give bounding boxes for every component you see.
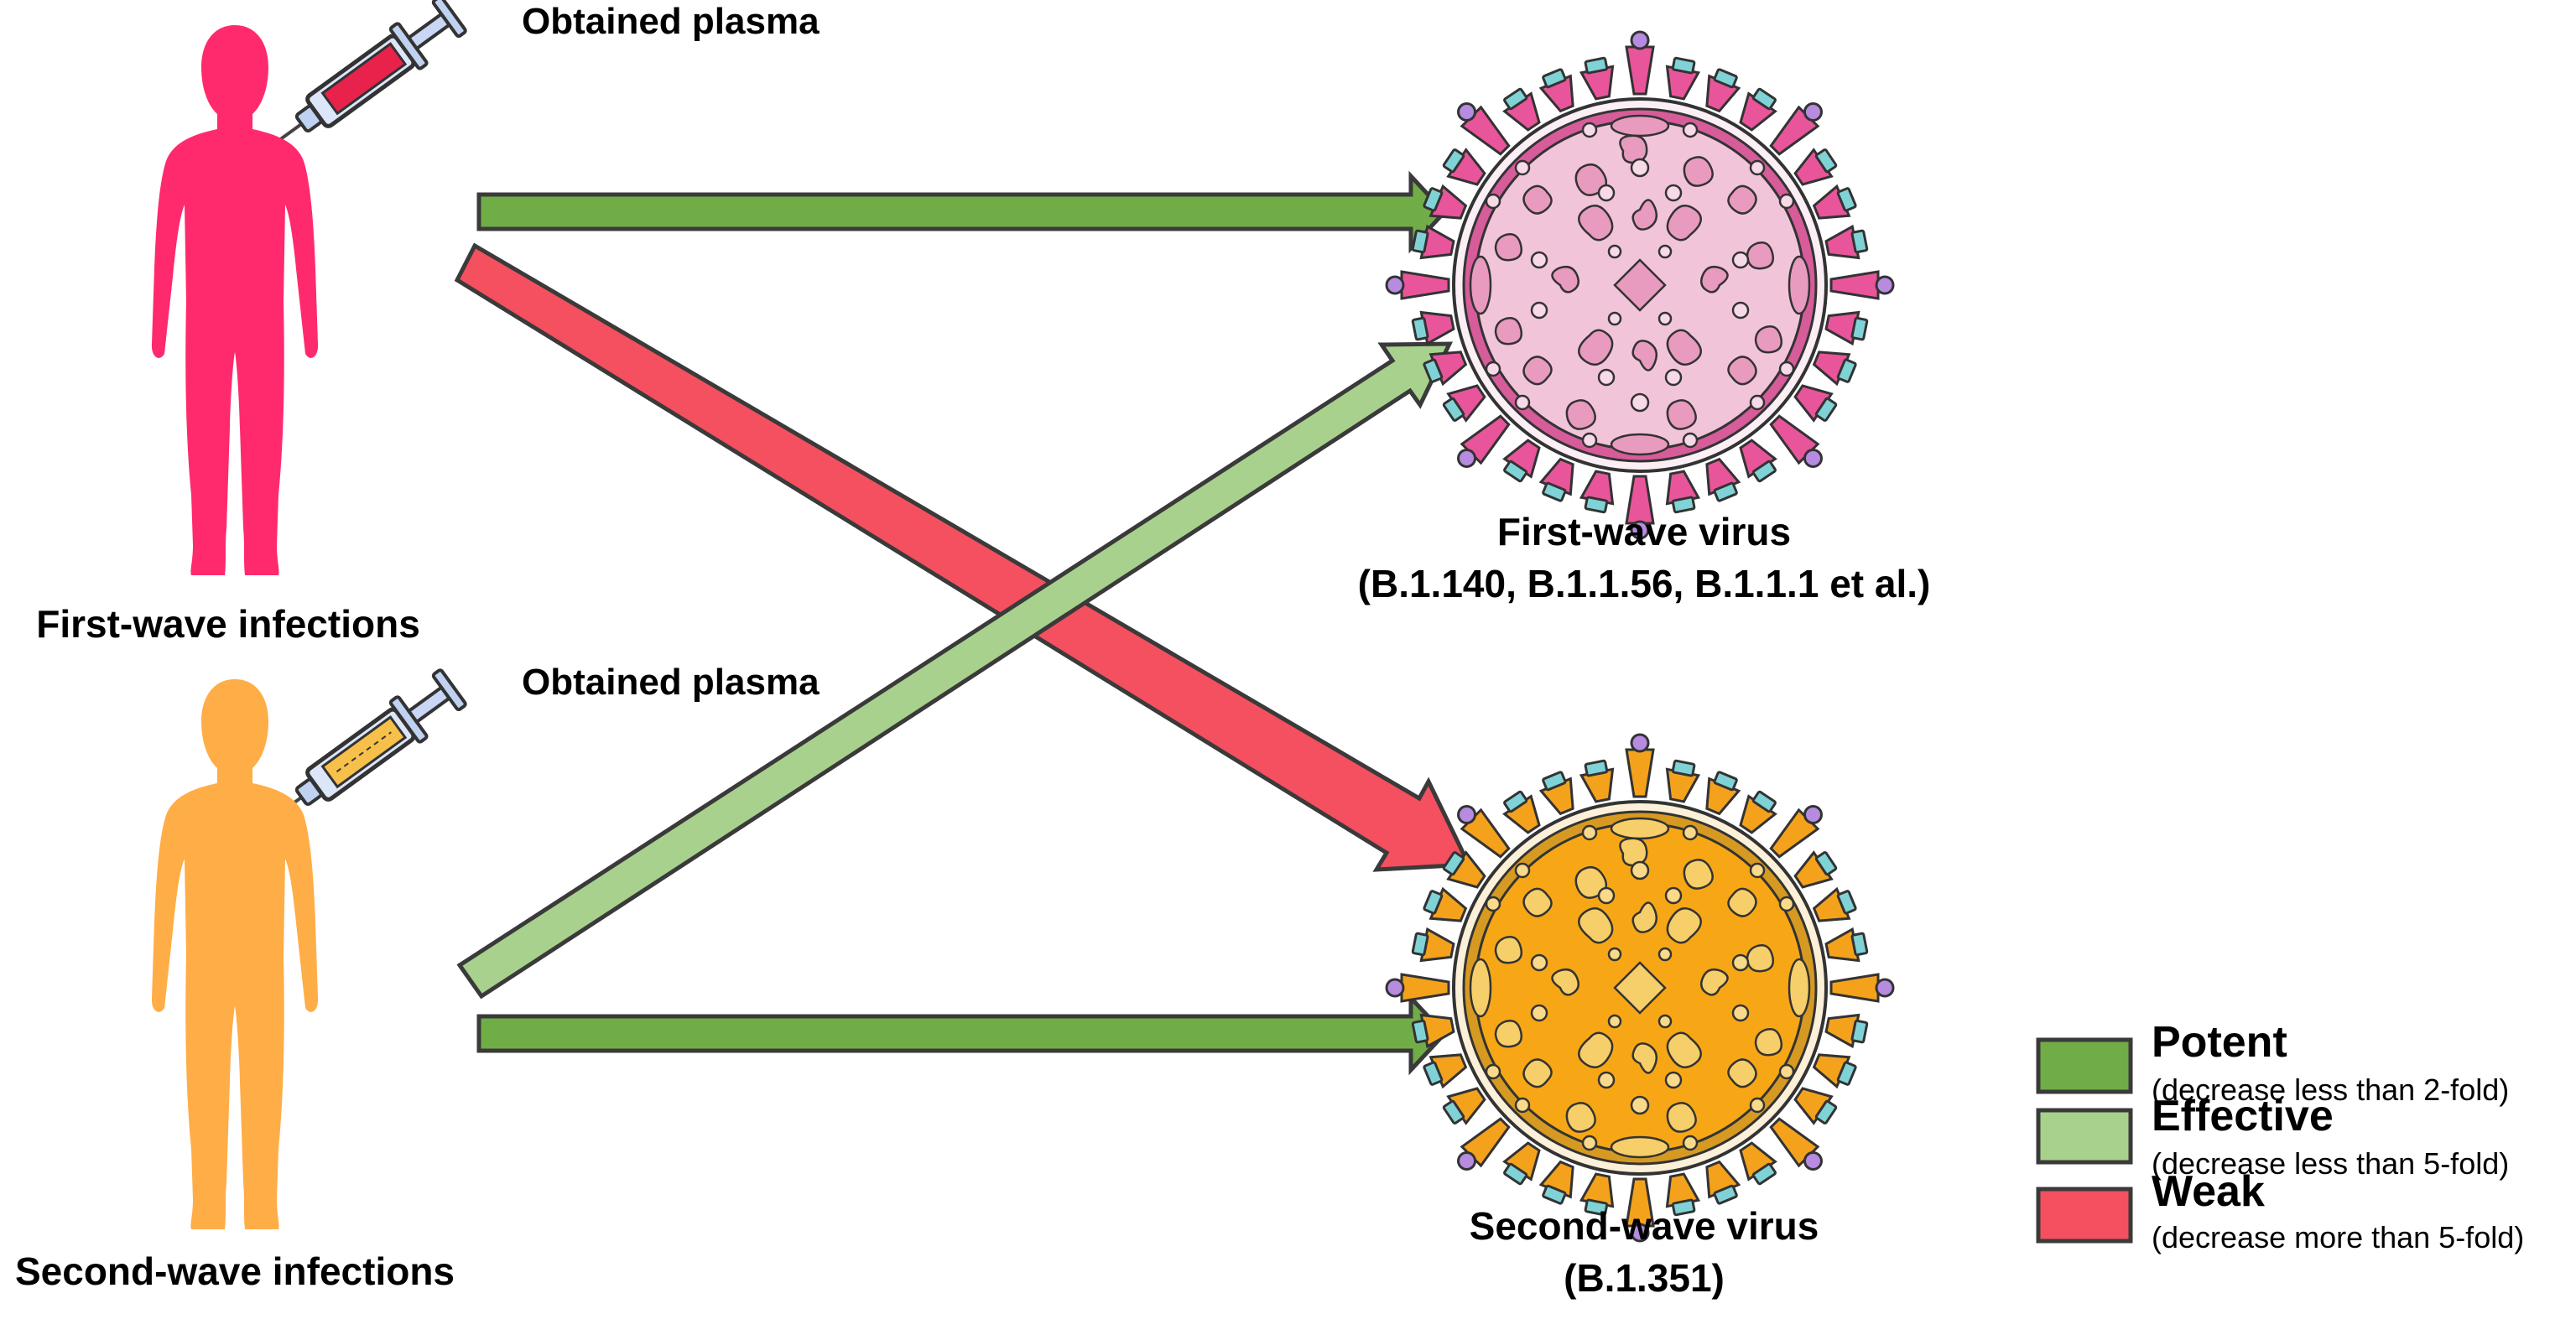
legend-desc-effective: (decrease less than 5-fold) bbox=[2152, 1146, 2509, 1181]
legend-title-weak: Weak bbox=[2152, 1167, 2265, 1216]
virus-spike bbox=[1449, 409, 1516, 475]
legend-desc-potent: (decrease less than 2-fold) bbox=[2152, 1073, 2509, 1107]
legend-swatch-weak bbox=[2036, 1187, 2133, 1244]
virus-spike bbox=[1823, 1008, 1870, 1050]
virus-spike bbox=[1808, 1045, 1860, 1092]
virus-spike bbox=[1578, 468, 1620, 515]
virus-spike bbox=[1410, 223, 1457, 265]
virus-spike bbox=[1660, 55, 1702, 102]
virus-spike bbox=[1808, 342, 1860, 389]
legend-desc-weak: (decrease more than 5-fold) bbox=[2152, 1220, 2524, 1254]
syringe-icon bbox=[227, 0, 469, 188]
virus-spike bbox=[1410, 305, 1457, 347]
person-icon bbox=[151, 25, 319, 575]
virus-spike bbox=[1536, 1156, 1583, 1208]
virus-spike bbox=[1420, 884, 1471, 931]
first-host-label: First-wave infections bbox=[36, 602, 420, 646]
first-host-plasma-label: Obtained plasma bbox=[522, 1, 820, 42]
virus-spike bbox=[1449, 1112, 1516, 1178]
arrow-first-infections-to-second-virus bbox=[454, 242, 1472, 872]
virus-spike bbox=[1764, 409, 1830, 475]
virus-spike bbox=[1829, 270, 1895, 300]
virus-spike bbox=[1536, 454, 1583, 505]
virus-spike bbox=[1385, 270, 1450, 300]
virus-spike bbox=[1697, 65, 1744, 117]
first-virus-title: First-wave virus bbox=[1497, 510, 1791, 553]
first-wave-virus: First-wave virus (B.1.140, B.1.1.56, B.1… bbox=[1358, 30, 1931, 605]
virus-spike bbox=[1808, 181, 1860, 228]
person-icon bbox=[151, 679, 319, 1229]
virus-spike bbox=[1808, 884, 1860, 931]
virus-spike bbox=[1410, 926, 1457, 968]
legend-item-potent: Potent (decrease less than 2-fold) bbox=[2036, 1018, 2509, 1107]
virus-spike bbox=[1823, 305, 1870, 347]
virus-spike bbox=[1764, 1112, 1830, 1178]
virus-spike bbox=[1385, 973, 1450, 1003]
second-wave-virus: Second-wave virus (B.1.351) bbox=[1385, 733, 1895, 1300]
virus-icon bbox=[1385, 30, 1895, 540]
virus-icon bbox=[1385, 733, 1895, 1243]
virus-spike bbox=[1449, 95, 1516, 161]
legend-title-potent: Potent bbox=[2152, 1018, 2287, 1067]
second-host-plasma-label: Obtained plasma bbox=[522, 662, 820, 703]
arrow-first-infections-to-first-virus bbox=[476, 170, 1448, 254]
syringe-icon bbox=[227, 667, 469, 861]
legend-title-effective: Effective bbox=[2152, 1092, 2334, 1140]
virus-spike bbox=[1660, 468, 1702, 515]
second-virus-lineages: (B.1.351) bbox=[1564, 1256, 1725, 1300]
second-host-label: Second-wave infections bbox=[15, 1249, 455, 1293]
virus-spike bbox=[1578, 55, 1620, 102]
virus-spike bbox=[1697, 1156, 1744, 1208]
legend: Potent (decrease less than 2-fold) Effec… bbox=[2036, 1018, 2524, 1254]
virus-spike bbox=[1660, 758, 1702, 805]
second-virus-title: Second-wave virus bbox=[1470, 1204, 1819, 1248]
virus-spike bbox=[1823, 223, 1870, 265]
virus-spike bbox=[1625, 30, 1655, 96]
legend-item-effective: Effective (decrease less than 5-fold) bbox=[2036, 1092, 2509, 1181]
legend-swatch-potent bbox=[2036, 1037, 2133, 1094]
virus-spike bbox=[1625, 733, 1655, 798]
legend-item-weak: Weak (decrease more than 5-fold) bbox=[2036, 1167, 2524, 1254]
virus-spike bbox=[1697, 768, 1744, 819]
first-wave-host: Obtained plasma First-wave infections bbox=[36, 0, 820, 646]
virus-spike bbox=[1823, 926, 1870, 968]
virus-spike bbox=[1829, 973, 1895, 1003]
legend-swatch-effective bbox=[2036, 1108, 2133, 1165]
virus-spike bbox=[1536, 65, 1583, 117]
virus-spike bbox=[1536, 768, 1583, 819]
virus-spike bbox=[1764, 797, 1830, 864]
virus-spike bbox=[1764, 95, 1830, 161]
virus-spike bbox=[1578, 758, 1620, 805]
virus-spike bbox=[1697, 454, 1744, 505]
arrow-second-infections-to-second-virus bbox=[476, 992, 1448, 1076]
first-virus-lineages: (B.1.140, B.1.1.56, B.1.1.1 et al.) bbox=[1358, 562, 1931, 605]
arrows bbox=[454, 170, 1472, 1076]
second-wave-host: Obtained plasma Second-wave infections bbox=[15, 662, 820, 1293]
